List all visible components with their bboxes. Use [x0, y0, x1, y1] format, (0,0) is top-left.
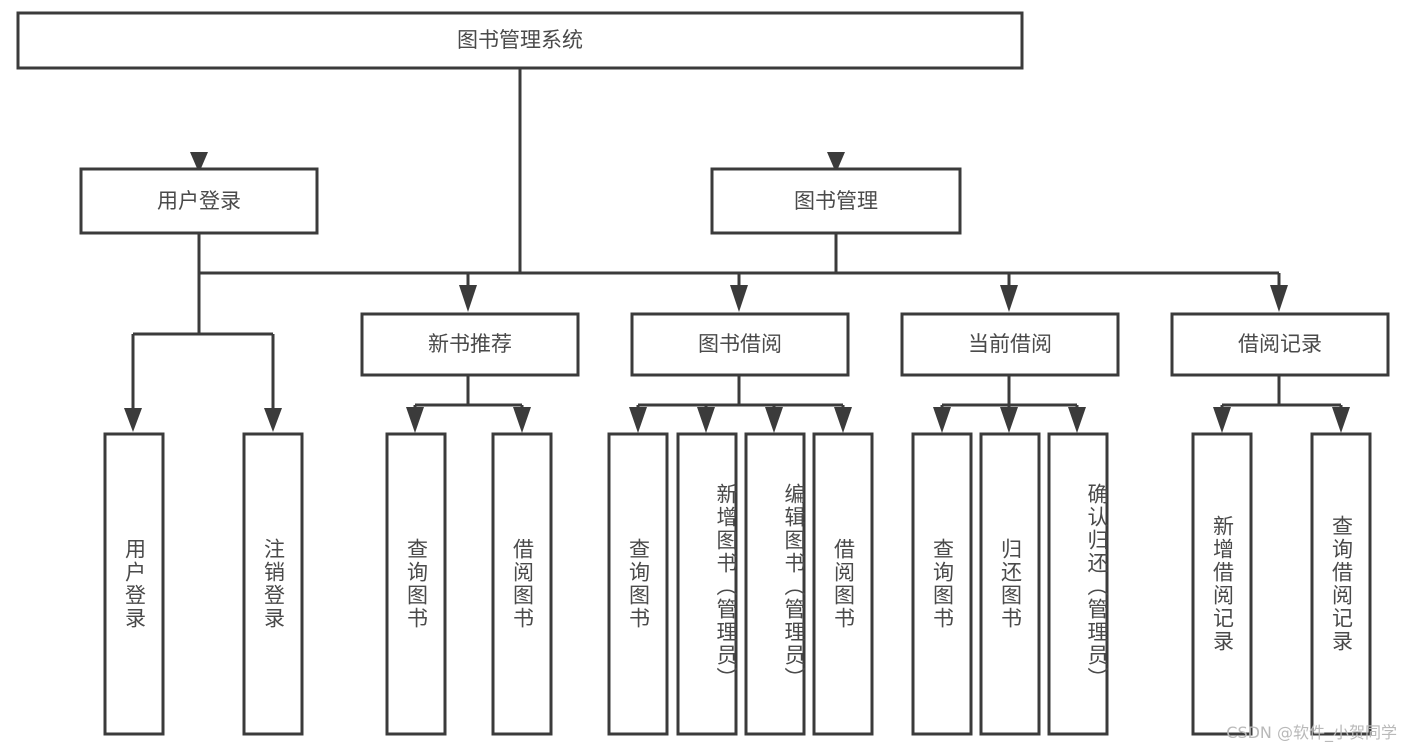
connector-borrowrecord-children — [1220, 375, 1343, 428]
leaf-box — [812, 432, 874, 736]
node-new-book-recommend-label: 新书推荐 — [428, 332, 512, 356]
node-current-borrow-label: 当前借阅 — [968, 332, 1052, 356]
node-book-borrow-label: 图书借阅 — [698, 332, 782, 356]
node-user-login-label: 用户登录 — [157, 189, 241, 213]
leaf-box — [1191, 432, 1253, 736]
leaf-box — [385, 432, 447, 736]
leaf-box — [979, 432, 1041, 736]
connector-userlogin-children — [131, 233, 275, 428]
leaf-box — [103, 432, 165, 736]
leaf-box — [491, 432, 553, 736]
node-user-login[interactable]: 用户登录 — [79, 167, 319, 235]
leaf-boxes — [103, 432, 1372, 736]
node-borrow-record-label: 借阅记录 — [1238, 332, 1322, 356]
node-title-box[interactable]: 图书管理系统 — [16, 11, 1024, 70]
connector-bookborrow-children — [636, 375, 845, 428]
leaf-box — [744, 432, 806, 736]
leaf-box — [1310, 432, 1372, 736]
connector-bookmanage-children — [466, 233, 1281, 305]
node-book-manage[interactable]: 图书管理 — [710, 167, 962, 235]
watermark: CSDN @软件_小贺同学 — [1226, 723, 1397, 742]
connector-newbook-children — [413, 375, 524, 428]
node-title-label: 图书管理系统 — [457, 28, 583, 52]
node-book-borrow[interactable]: 图书借阅 — [630, 312, 850, 377]
leaf-box — [911, 432, 973, 736]
leaf-box — [676, 432, 738, 736]
node-book-manage-label: 图书管理 — [794, 189, 878, 213]
leaf-box — [242, 432, 304, 736]
leaf-box — [1047, 432, 1109, 736]
leaf-box — [607, 432, 669, 736]
node-new-book-recommend[interactable]: 新书推荐 — [360, 312, 580, 377]
node-borrow-record[interactable]: 借阅记录 — [1170, 312, 1390, 377]
arrow-heads — [124, 152, 1350, 433]
node-current-borrow[interactable]: 当前借阅 — [900, 312, 1120, 377]
